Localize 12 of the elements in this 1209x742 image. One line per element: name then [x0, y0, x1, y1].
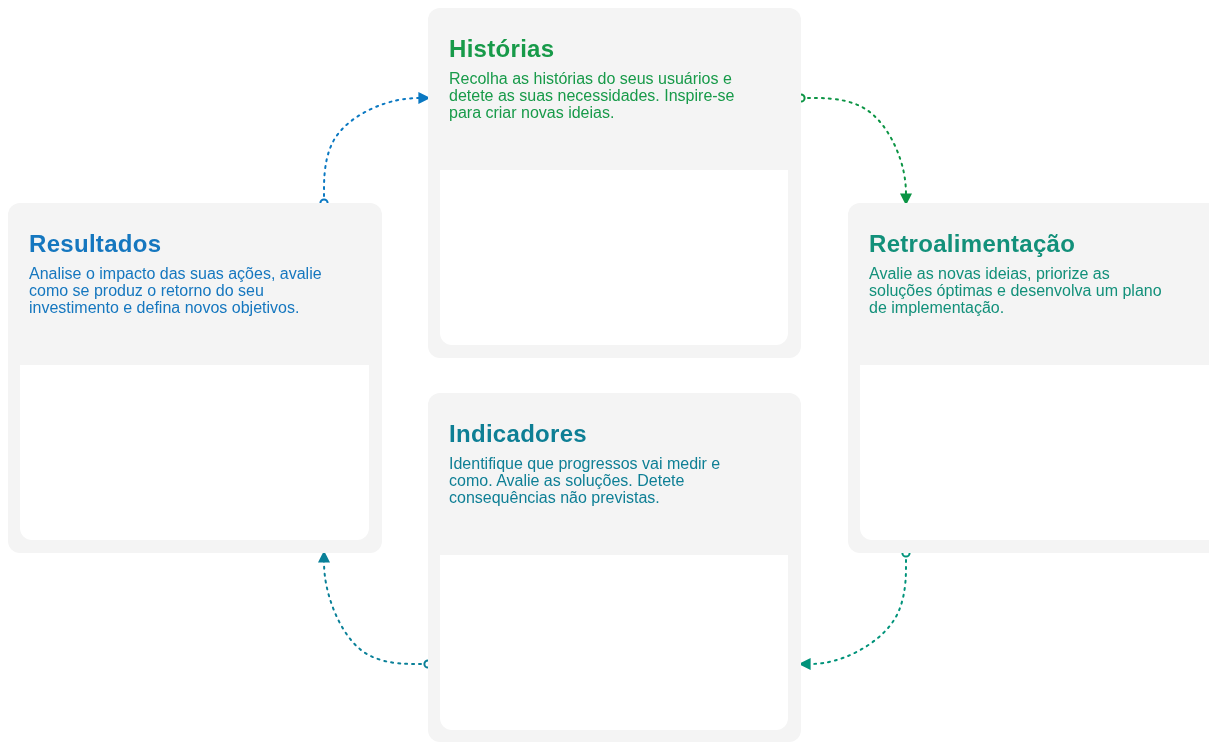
card-description: Avalie as novas ideias, priorize as soluções óptimas e desenvolva um plano de implementação. — [869, 265, 1163, 316]
card-description: Recolha as histórias do seus usuários e detete as suas necessidades. Inspire-se para criar novas ideias. — [449, 70, 736, 121]
card-title: Histórias — [449, 35, 555, 63]
card-background — [848, 203, 1209, 553]
card-background — [428, 8, 801, 358]
card-title: Retroalimentação — [869, 230, 1076, 258]
card-background — [8, 203, 382, 553]
card-description: Analise o impacto das suas ações, avalie como se produz o retorno do seu investimento e defina novos objetivos. — [29, 265, 323, 316]
card-title: Resultados — [29, 230, 162, 258]
card-description: Identifique que progressos vai medir e como. Avalie as soluções. Detete consequências não previstas. — [449, 455, 722, 506]
card-title: Indicadores — [449, 420, 587, 448]
card-background — [428, 393, 801, 742]
